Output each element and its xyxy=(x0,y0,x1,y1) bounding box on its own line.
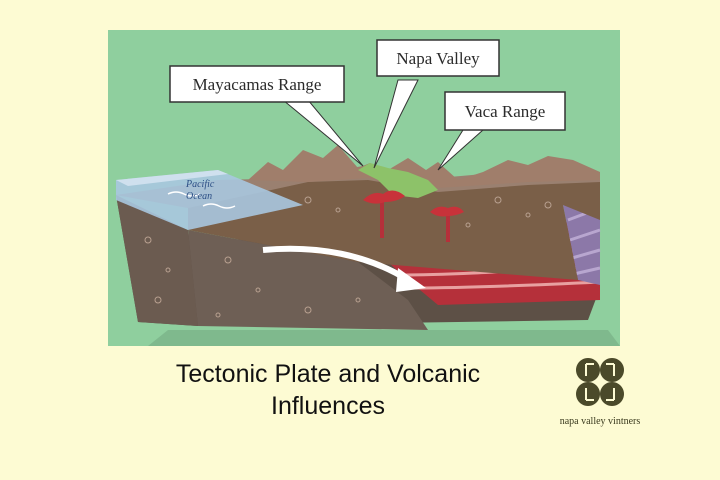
magma-chamber-left xyxy=(363,190,405,204)
magma-chamber-right xyxy=(430,206,464,217)
napa-valley-vintners-logo: napa valley vintners xyxy=(548,356,652,436)
slide-title: Tectonic Plate and Volcanic Influences xyxy=(168,358,488,422)
callout-pointer-napa xyxy=(373,79,419,169)
slide-title-line1: Tectonic Plate and Volcanic xyxy=(175,360,481,388)
callout-label-vaca: Vaca Range xyxy=(465,102,546,121)
strata-lines xyxy=(567,206,601,276)
callout-box-mayacamas xyxy=(169,65,345,103)
callout-box-vaca xyxy=(444,91,566,131)
crust-front-center xyxy=(188,230,428,330)
slide-title-line2: Influences xyxy=(271,392,385,420)
rock-speckles xyxy=(144,196,552,318)
pacific-ocean xyxy=(116,170,303,230)
mountain-ranges xyxy=(248,145,600,188)
subduction-arrow-shaft xyxy=(262,245,410,283)
callout-box-napa-valley xyxy=(376,39,500,77)
ocean-surface xyxy=(116,170,228,186)
ocean-label-line2: Ocean xyxy=(186,191,212,202)
callout-label-mayacamas: Mayacamas Range xyxy=(193,75,322,94)
plate-stripe xyxy=(412,280,601,290)
ground-shadow xyxy=(148,330,620,346)
napa-valley-area xyxy=(358,163,438,198)
logo-text: napa valley vintners xyxy=(559,416,641,427)
magma-conduit-right xyxy=(446,212,450,242)
crust-front-left xyxy=(116,195,198,326)
callout-label-napa-valley: Napa Valley xyxy=(396,49,480,68)
napa-valley-vintners-logo-icon xyxy=(576,358,625,406)
tectonic-diagram-svg: Pacific Ocean xyxy=(108,30,620,346)
ocean-label-line1: Pacific xyxy=(185,179,215,190)
wave-line xyxy=(167,191,201,197)
subduction-arrow-head xyxy=(396,268,426,292)
wave-line xyxy=(202,203,236,209)
tectonic-diagram: Pacific Ocean xyxy=(108,30,620,346)
magma-conduit-left xyxy=(380,198,384,238)
